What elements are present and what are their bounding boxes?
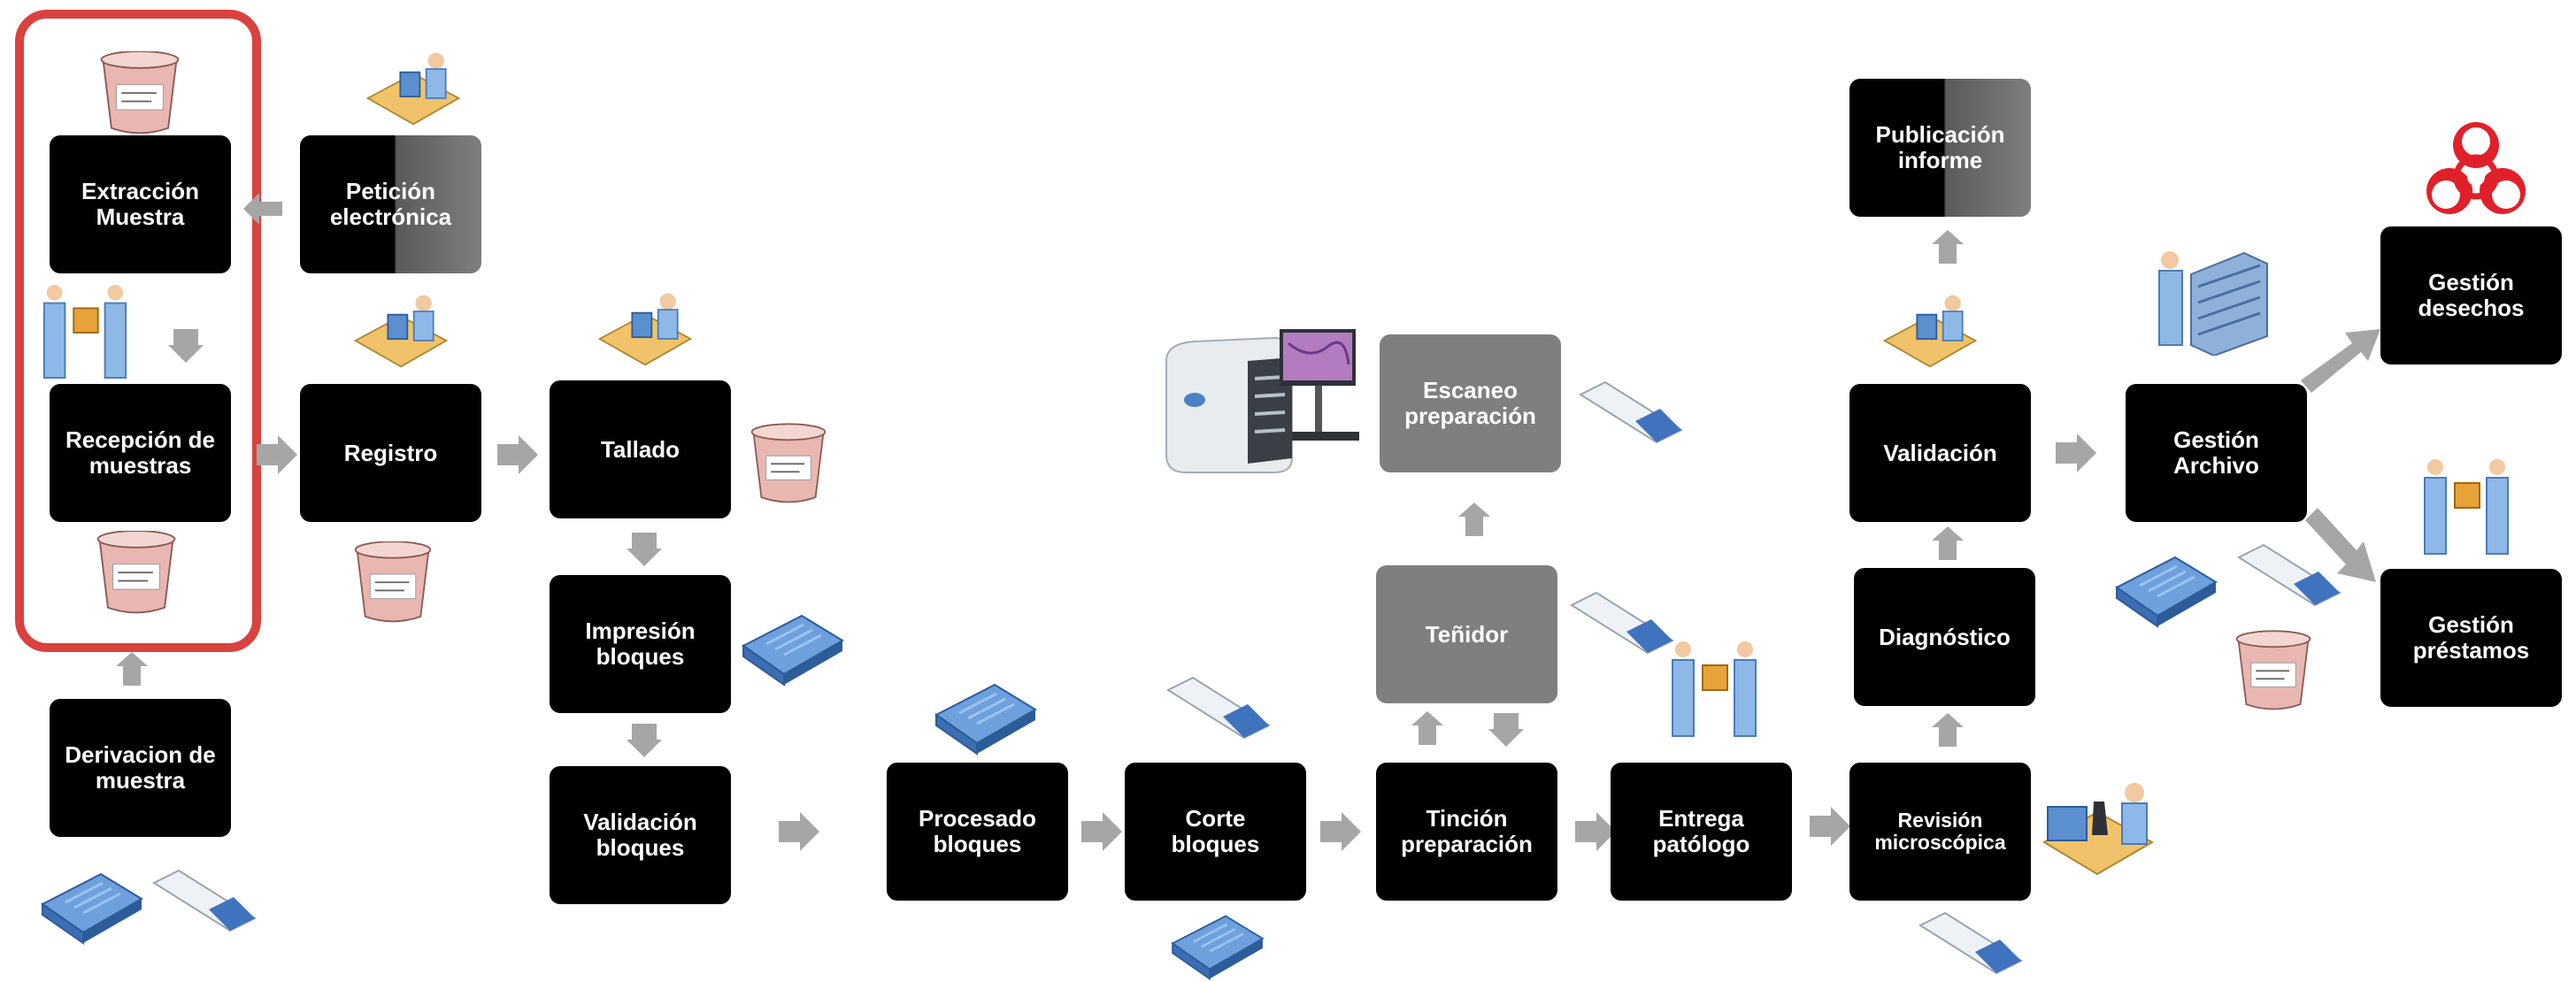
- node-revision-microscopica: Revisión microscópica: [1849, 763, 2031, 901]
- node-recepcion-muestras: Recepción de muestras: [50, 384, 231, 522]
- node-escaneo-preparacion: Escaneo preparación: [1380, 334, 1561, 472]
- arrow-right-icon: [2056, 433, 2096, 472]
- sample-jar-icon: [2235, 630, 2311, 710]
- cassette-block-icon: [934, 683, 1037, 756]
- person-handover-icon: [1672, 641, 1757, 737]
- person-handover-icon: [42, 283, 127, 380]
- node-entrega-patologo: Entrega patólogo: [1611, 763, 1792, 901]
- glass-slide-icon: [1919, 912, 2022, 974]
- arrow-up-icon: [1932, 230, 1964, 264]
- glass-slide-icon: [1167, 677, 1270, 739]
- node-tenidor: Teñidor: [1376, 565, 1557, 703]
- arrow-down-icon: [627, 724, 662, 757]
- arrow-diagonal-up-icon: [2301, 329, 2380, 393]
- arrow-right-icon: [1320, 812, 1361, 851]
- arrow-right-icon: [497, 435, 538, 474]
- cassette-block-icon: [41, 872, 143, 945]
- person-handover-icon: [2424, 458, 2509, 555]
- node-peticion-electronica: Petición electrónica: [300, 135, 481, 273]
- node-gestion-prestamos: Gestión préstamos: [2380, 569, 2562, 707]
- arrow-up-icon: [1458, 503, 1490, 536]
- arrow-up-icon: [1932, 713, 1964, 747]
- arrow-right-icon: [1810, 807, 1850, 846]
- computer-desk-user-icon: [366, 51, 460, 126]
- arrow-up-icon: [1411, 711, 1443, 745]
- sample-jar-icon: [96, 531, 176, 614]
- arrow-up-icon: [1932, 526, 1964, 560]
- arrow-diagonal-down-icon: [2305, 508, 2376, 582]
- computer-desk-user-icon: [1883, 294, 1977, 368]
- node-diagnostico: Diagnóstico: [1854, 568, 2035, 706]
- node-gestion-archivo: Gestión Archivo: [2126, 384, 2307, 522]
- node-validacion-bloques: Validación bloques: [550, 766, 731, 904]
- node-extraccion-muestra: Extracción Muestra: [50, 135, 231, 273]
- glass-slide-icon: [2238, 544, 2341, 606]
- glass-slide-icon: [1580, 381, 1682, 443]
- slide-scanner-icon: [1165, 329, 1359, 473]
- biohazard-icon: [2426, 122, 2526, 214]
- node-corte-bloques: Corte bloques: [1125, 763, 1306, 901]
- cassette-block-icon: [1171, 915, 1265, 980]
- cassette-block-icon: [742, 614, 844, 687]
- arrow-right-icon: [1081, 812, 1122, 851]
- arrow-right-icon: [1575, 812, 1616, 851]
- node-gestion-desechos: Gestión desechos: [2380, 226, 2562, 364]
- computer-desk-user-icon: [354, 294, 448, 368]
- arrow-right-icon: [779, 812, 819, 851]
- node-tallado: Tallado: [550, 380, 731, 518]
- arrow-down-icon: [168, 329, 204, 363]
- arrow-left-icon: [243, 193, 282, 225]
- node-validacion: Validación: [1849, 384, 2031, 522]
- arrow-up-icon: [116, 652, 148, 686]
- sample-jar-icon: [354, 541, 432, 623]
- glass-slide-icon: [1571, 592, 1673, 654]
- microscope-user-icon: [2042, 783, 2155, 876]
- node-publicacion-informe: Publicación informe: [1849, 79, 2031, 217]
- arrow-down-icon: [1488, 713, 1524, 747]
- archive-cabinet-icon: [2158, 251, 2268, 356]
- sample-jar-icon: [100, 51, 180, 134]
- glass-slide-icon: [153, 870, 256, 932]
- node-procesado-bloques: Procesado bloques: [887, 763, 1068, 901]
- sample-collection-highlight: [15, 10, 261, 652]
- node-derivacion-muestra: Derivacion de muestra: [50, 699, 231, 837]
- arrow-right-icon: [257, 435, 297, 474]
- arrow-down-icon: [627, 533, 662, 566]
- node-registro: Registro: [300, 384, 481, 522]
- computer-desk-user-icon: [598, 292, 692, 366]
- node-impresion-bloques: Impresión bloques: [550, 575, 731, 713]
- sample-jar-icon: [750, 423, 827, 503]
- node-tincion-preparacion: Tinción preparación: [1376, 763, 1557, 901]
- cassette-block-icon: [2115, 556, 2218, 628]
